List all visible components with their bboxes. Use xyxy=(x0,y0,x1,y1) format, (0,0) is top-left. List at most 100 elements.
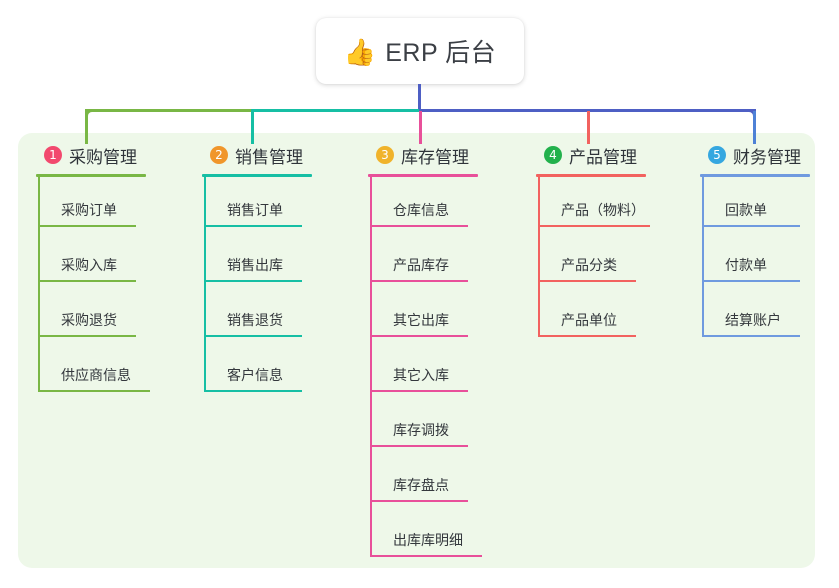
branch-item-label: 销售退货 xyxy=(227,312,283,328)
connector-drop-column-1 xyxy=(85,111,88,144)
branch-items: 产品（物料） 产品分类产品单位 xyxy=(536,177,702,342)
branch-item-underline xyxy=(38,335,136,337)
branch-header-5[interactable]: 5 财务管理 xyxy=(700,142,839,168)
branch-header-underline xyxy=(202,174,312,177)
connector-drop-column-2 xyxy=(251,111,254,144)
branch-item-label: 供应商信息 xyxy=(61,367,131,383)
connector-root-stem xyxy=(418,84,421,111)
branch-item-underline xyxy=(538,335,636,337)
branch-item-underline xyxy=(702,280,800,282)
branch-item-underline xyxy=(702,225,800,227)
branch-header-underline xyxy=(536,174,646,177)
branch-item[interactable]: 销售出库 xyxy=(204,232,368,287)
branch-item[interactable]: 结算账户 xyxy=(702,287,839,342)
branch-number-badge: 3 xyxy=(376,146,394,164)
branch-item-underline xyxy=(204,390,302,392)
branch-item-underline xyxy=(370,335,468,337)
branch-item-label: 付款单 xyxy=(725,257,767,273)
branch-title: 财务管理 xyxy=(733,147,801,167)
branch-column-3: 3 库存管理仓库信息产品库存其它出库其它入库库存调拨库存盘点出库库明细 xyxy=(368,142,534,562)
branch-number-badge: 4 xyxy=(544,146,562,164)
branch-header-underline xyxy=(700,174,810,177)
branch-item-underline xyxy=(370,225,468,227)
branch-item[interactable]: 其它入库 xyxy=(370,342,534,397)
branch-item-label: 出库库明细 xyxy=(393,532,463,548)
branch-item-label: 其它入库 xyxy=(393,367,449,383)
branch-items: 销售订单销售出库销售退货客户信息 xyxy=(202,177,368,397)
branch-column-1: 1 采购管理采购订单采购入库采购退货供应商信息 xyxy=(36,142,202,397)
branch-item[interactable]: 产品库存 xyxy=(370,232,534,287)
branch-item-label: 库存盘点 xyxy=(393,477,449,493)
branch-title: 销售管理 xyxy=(235,147,303,167)
branch-item-underline xyxy=(370,445,468,447)
branch-item[interactable]: 采购入库 xyxy=(38,232,202,287)
branch-item[interactable]: 仓库信息 xyxy=(370,177,534,232)
branch-item[interactable]: 产品（物料） xyxy=(538,177,702,232)
branch-item[interactable]: 库存盘点 xyxy=(370,452,534,507)
connector-bus-segment-2 xyxy=(251,109,421,112)
branch-vertical-rail xyxy=(538,177,540,337)
branch-item-label: 仓库信息 xyxy=(393,202,449,218)
branch-vertical-rail xyxy=(702,177,704,337)
branch-vertical-rail xyxy=(38,177,40,392)
connector-bus-segment-1 xyxy=(85,109,253,112)
branch-item-label: 采购入库 xyxy=(61,257,117,273)
thumbs-up-icon: 👍 xyxy=(343,37,377,67)
branch-item-label: 产品库存 xyxy=(393,257,449,273)
branch-item[interactable]: 产品分类 xyxy=(538,232,702,287)
branch-item-underline xyxy=(370,500,468,502)
branch-vertical-rail xyxy=(204,177,206,392)
branch-header-2[interactable]: 2 销售管理 xyxy=(202,142,368,168)
root-node-card[interactable]: 👍 ERP 后台 xyxy=(316,18,524,84)
branch-item-underline xyxy=(204,225,302,227)
branch-item-label: 产品（物料） xyxy=(561,202,645,218)
branch-number-badge: 1 xyxy=(44,146,62,164)
branch-number-badge: 5 xyxy=(708,146,726,164)
branch-header-underline xyxy=(368,174,478,177)
branch-item-underline xyxy=(204,280,302,282)
branch-item-label: 回款单 xyxy=(725,202,767,218)
branch-header-4[interactable]: 4 产品管理 xyxy=(536,142,702,168)
branch-item-label: 采购退货 xyxy=(61,312,117,328)
branch-items: 采购订单采购入库采购退货供应商信息 xyxy=(36,177,202,397)
branch-item[interactable]: 其它出库 xyxy=(370,287,534,342)
branch-title: 库存管理 xyxy=(401,147,469,167)
branch-item-label: 销售出库 xyxy=(227,257,283,273)
branch-column-4: 4 产品管理产品（物料） 产品分类产品单位 xyxy=(536,142,702,342)
branch-item-underline xyxy=(370,390,468,392)
branch-item-underline xyxy=(370,280,468,282)
branch-header-underline xyxy=(36,174,146,177)
branch-item[interactable]: 付款单 xyxy=(702,232,839,287)
branch-item-label: 其它出库 xyxy=(393,312,449,328)
branch-item[interactable]: 销售退货 xyxy=(204,287,368,342)
connector-bus-segment-3 xyxy=(419,109,756,112)
branch-item[interactable]: 销售订单 xyxy=(204,177,368,232)
connector-drop-column-4 xyxy=(587,111,590,144)
branch-items: 仓库信息产品库存其它出库其它入库库存调拨库存盘点出库库明细 xyxy=(368,177,534,562)
root-node-title: ERP 后台 xyxy=(385,39,497,67)
branch-column-5: 5 财务管理回款单付款单结算账户 xyxy=(700,142,839,342)
branch-item-underline xyxy=(204,335,302,337)
branch-item[interactable]: 采购退货 xyxy=(38,287,202,342)
branch-column-2: 2 销售管理销售订单销售出库销售退货客户信息 xyxy=(202,142,368,397)
branch-item-underline xyxy=(538,280,636,282)
branch-number-badge: 2 xyxy=(210,146,228,164)
branch-item[interactable]: 产品单位 xyxy=(538,287,702,342)
branch-item[interactable]: 供应商信息 xyxy=(38,342,202,397)
branch-item[interactable]: 采购订单 xyxy=(38,177,202,232)
branch-item[interactable]: 出库库明细 xyxy=(370,507,534,562)
branch-item[interactable]: 回款单 xyxy=(702,177,839,232)
connector-drop-column-3 xyxy=(419,111,422,144)
branch-item[interactable]: 客户信息 xyxy=(204,342,368,397)
branch-item-underline xyxy=(538,225,650,227)
branch-item[interactable]: 库存调拨 xyxy=(370,397,534,452)
branch-title: 产品管理 xyxy=(569,147,637,167)
branch-item-underline xyxy=(38,280,136,282)
branch-header-3[interactable]: 3 库存管理 xyxy=(368,142,534,168)
branch-title: 采购管理 xyxy=(69,147,137,167)
branch-item-underline xyxy=(702,335,800,337)
branch-header-1[interactable]: 1 采购管理 xyxy=(36,142,202,168)
branch-item-underline xyxy=(370,555,482,557)
branch-item-label: 销售订单 xyxy=(227,202,283,218)
branch-items: 回款单付款单结算账户 xyxy=(700,177,839,342)
